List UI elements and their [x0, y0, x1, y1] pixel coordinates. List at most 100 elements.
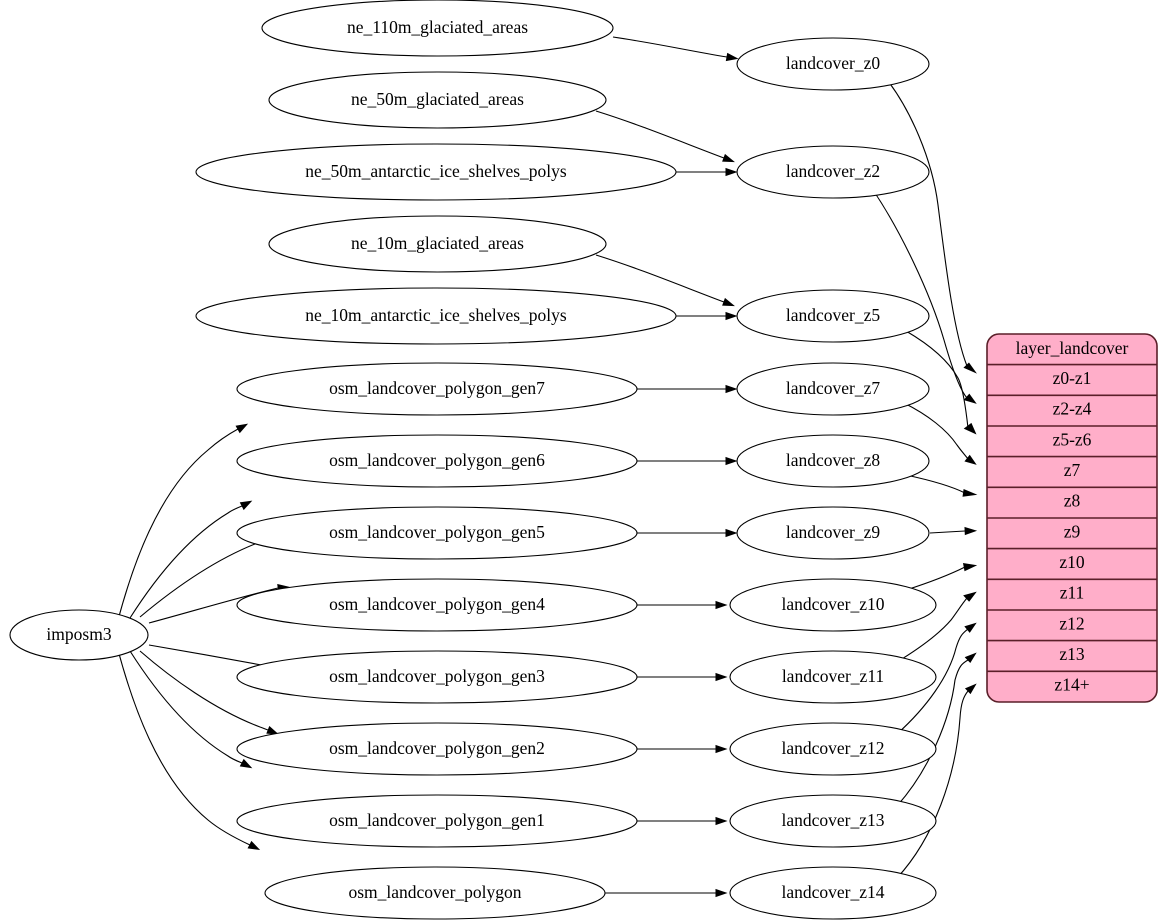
node-label: imposm3	[46, 624, 111, 644]
edge-gen3-to-z11	[637, 672, 728, 682]
node-label: landcover_z11	[782, 666, 884, 686]
table-row-label: z7	[1064, 460, 1081, 480]
node-label: ne_10m_antarctic_ice_shelves_polys	[305, 305, 567, 325]
table-row-z5-z6[interactable]: z5-z6	[1053, 429, 1092, 449]
node-osm-landcover-polygon-gen7[interactable]: osm_landcover_polygon_gen7	[236, 362, 638, 416]
node-landcover-z2[interactable]: landcover_z2	[736, 145, 930, 199]
table-rules	[987, 363, 1157, 673]
table-row-z12[interactable]: z12	[1059, 613, 1084, 633]
node-label: osm_landcover_polygon_gen3	[329, 666, 545, 686]
table-header: layer_landcover	[1016, 338, 1129, 358]
layer-landcover-table[interactable]: layer_landcover z0-z1 z2-z4 z5-z6 z7	[986, 333, 1158, 703]
edge-z10-to-row-z10	[905, 562, 978, 591]
table-header-label: layer_landcover	[1016, 338, 1129, 358]
node-osm-landcover-polygon-gen2[interactable]: osm_landcover_polygon_gen2	[236, 722, 638, 776]
table-row-z10[interactable]: z10	[1059, 552, 1085, 572]
edge-gen2-to-z12	[637, 744, 728, 754]
node-osm-landcover-polygon[interactable]: osm_landcover_polygon	[264, 866, 606, 920]
node-label: osm_landcover_polygon_gen1	[329, 810, 545, 830]
edge-z13-to-row-z13	[896, 652, 977, 807]
node-ne-50m-antarctic-ice-shelves-polys[interactable]: ne_50m_antarctic_ice_shelves_polys	[195, 143, 677, 201]
node-label: osm_landcover_polygon_gen4	[329, 594, 545, 614]
node-landcover-z12[interactable]: landcover_z12	[729, 722, 937, 776]
natural-earth-node-group: ne_110m_glaciated_areas ne_50m_glaciated…	[195, 0, 677, 345]
node-label: landcover_z0	[786, 53, 881, 73]
table-row-z13[interactable]: z13	[1059, 644, 1085, 664]
node-label: osm_landcover_polygon_gen2	[329, 738, 545, 758]
node-label: landcover_z14	[781, 882, 884, 902]
edge-ne50mant-to-z2	[676, 167, 738, 177]
table-row-label: z5-z6	[1053, 429, 1092, 449]
node-landcover-z7[interactable]: landcover_z7	[736, 362, 930, 416]
edge-imposm3-to-gen7	[117, 423, 249, 621]
edge-z7-to-row-z7	[903, 402, 977, 465]
node-label: landcover_z7	[786, 378, 881, 398]
edge-z0-to-row-z0z1	[887, 80, 977, 374]
node-landcover-z11[interactable]: landcover_z11	[729, 650, 937, 704]
table-row-z7[interactable]: z7	[1064, 460, 1081, 480]
edge-gen5-to-z9	[637, 528, 738, 538]
node-osm-landcover-polygon-gen3[interactable]: osm_landcover_polygon_gen3	[236, 650, 638, 704]
edge-imposm3-to-gen6	[129, 500, 253, 619]
edge-ne10mglac-to-z5	[595, 254, 735, 307]
table-row-z14-plus[interactable]: z14+	[1054, 675, 1089, 695]
edge-z11-to-row-z11	[896, 591, 977, 663]
node-landcover-z0[interactable]: landcover_z0	[736, 37, 930, 91]
node-label: landcover_z10	[781, 594, 884, 614]
node-landcover-z9[interactable]: landcover_z9	[736, 506, 930, 560]
node-osm-landcover-polygon-gen5[interactable]: osm_landcover_polygon_gen5	[236, 506, 638, 560]
edge-imposm3-to-polygon	[117, 649, 261, 850]
node-ne-10m-glaciated-areas[interactable]: ne_10m_glaciated_areas	[268, 215, 607, 273]
node-ne-110m-glaciated-areas[interactable]: ne_110m_glaciated_areas	[261, 0, 614, 57]
node-osm-landcover-polygon-gen1[interactable]: osm_landcover_polygon_gen1	[236, 794, 638, 848]
osm-node-group: osm_landcover_polygon_gen7 osm_landcover…	[236, 362, 638, 920]
edge-z5-to-row-z5z6	[905, 330, 977, 435]
table-row-z2-z4[interactable]: z2-z4	[1053, 399, 1092, 419]
edge-gen1-to-z13	[637, 816, 728, 826]
node-label: landcover_z9	[786, 522, 881, 542]
node-landcover-z8[interactable]: landcover_z8	[736, 434, 930, 488]
edge-z9-to-row-z9	[929, 526, 978, 536]
table-row-label: z12	[1059, 613, 1084, 633]
node-osm-landcover-polygon-gen6[interactable]: osm_landcover_polygon_gen6	[236, 434, 638, 488]
node-label: landcover_z5	[786, 305, 881, 325]
edge-ne110m-to-z0	[612, 36, 739, 62]
node-label: osm_landcover_polygon_gen7	[329, 378, 545, 398]
node-ne-50m-glaciated-areas[interactable]: ne_50m_glaciated_areas	[268, 71, 607, 129]
node-label: osm_landcover_polygon_gen6	[329, 450, 545, 470]
node-label: osm_landcover_polygon	[348, 882, 521, 902]
table-row-z0-z1[interactable]: z0-z1	[1053, 368, 1092, 388]
landcover-node-group: landcover_z0 landcover_z2 landcover_z5 l…	[729, 37, 937, 920]
node-label: landcover_z12	[781, 738, 884, 758]
node-imposm3[interactable]: imposm3	[9, 609, 149, 661]
table-row-z11[interactable]: z11	[1060, 583, 1085, 603]
table-row-label: z14+	[1054, 675, 1089, 695]
node-landcover-z10[interactable]: landcover_z10	[729, 578, 937, 632]
edge-imposm3-to-gen2	[139, 650, 279, 735]
table-row-label: z11	[1060, 583, 1085, 603]
edge-ne10mant-to-z5	[676, 311, 738, 321]
node-label: ne_10m_glaciated_areas	[351, 233, 524, 253]
table-row-z9[interactable]: z9	[1064, 521, 1081, 541]
edge-imposm3-to-gen1	[129, 650, 253, 769]
edge-gen4-to-z10	[637, 600, 728, 610]
node-landcover-z5[interactable]: landcover_z5	[736, 289, 930, 343]
node-label: ne_110m_glaciated_areas	[347, 17, 528, 37]
edge-z14-to-row-z14plus	[896, 683, 977, 879]
table-row-label: z10	[1059, 552, 1085, 572]
table-row-label: z0-z1	[1053, 368, 1092, 388]
node-osm-landcover-polygon-gen4[interactable]: osm_landcover_polygon_gen4	[236, 578, 638, 632]
table-row-label: z13	[1059, 644, 1085, 664]
edge-gen7-to-z7	[637, 384, 738, 394]
table-row-label: z8	[1064, 491, 1081, 511]
node-landcover-z14[interactable]: landcover_z14	[729, 866, 937, 920]
node-landcover-z13[interactable]: landcover_z13	[729, 794, 937, 848]
edge-z2-to-row-z2z4	[872, 189, 977, 404]
edge-gen6-to-z8	[637, 456, 738, 466]
table-row-z8[interactable]: z8	[1064, 491, 1081, 511]
edge-polygon-to-z14	[605, 888, 728, 898]
node-ne-10m-antarctic-ice-shelves-polys[interactable]: ne_10m_antarctic_ice_shelves_polys	[195, 287, 677, 345]
node-label: osm_landcover_polygon_gen5	[329, 522, 545, 542]
